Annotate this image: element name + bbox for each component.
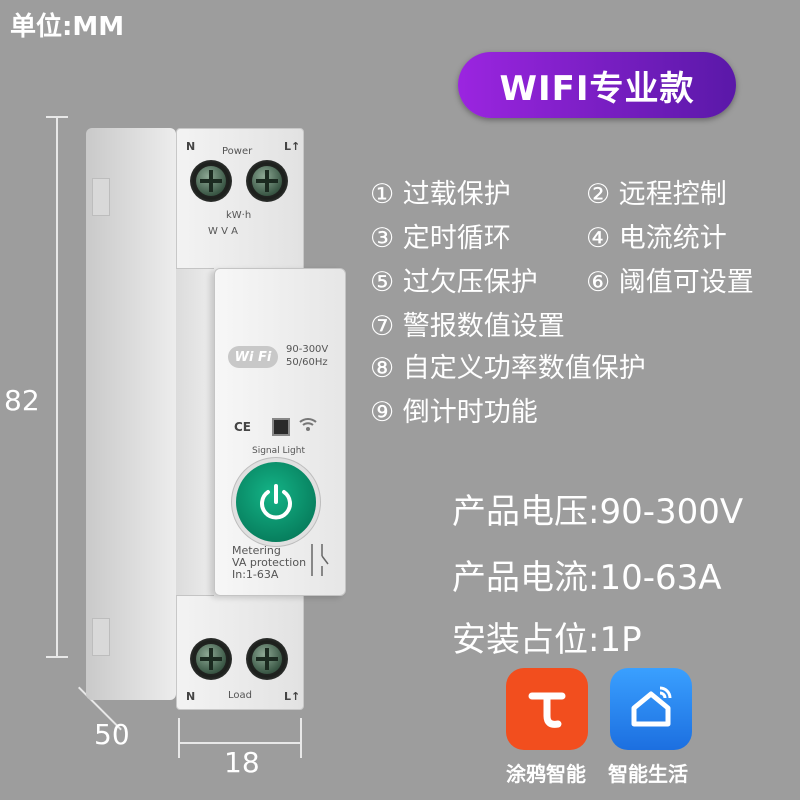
tuya-t-icon — [528, 692, 566, 728]
tuya-app-label: 涂鸦智能 — [506, 762, 586, 786]
wifi-logo: Wi Fi — [228, 346, 278, 368]
wifi-signal-icon — [298, 416, 318, 436]
width-dimension-tick-left — [178, 718, 180, 758]
top-right-terminal — [246, 160, 288, 202]
bottom-left-terminal — [190, 638, 232, 680]
screw-icon — [196, 644, 226, 674]
feature-item: ⑦ 警报数值设置 — [370, 311, 565, 342]
house-icon — [631, 686, 672, 727]
din-clip-top — [92, 178, 110, 216]
bottom-l-label: L↑ — [284, 690, 301, 703]
din-clip-bottom — [92, 618, 110, 656]
height-dimension-tick-bottom — [46, 656, 68, 658]
feature-item: ② 远程控制 — [586, 179, 727, 210]
height-dimension-tick-top — [46, 116, 68, 118]
spec-voltage: 产品电压:90-300V — [452, 492, 744, 532]
rating-frequency: 50/60Hz — [286, 357, 328, 368]
power-icon — [260, 484, 292, 520]
feature-item: ⑥ 阈值可设置 — [586, 267, 754, 298]
wifi-pro-banner: WIFI专业款 — [458, 52, 736, 118]
screw-icon — [196, 166, 226, 196]
feature-item: ⑤ 过欠压保护 — [370, 267, 538, 298]
unit-label: 单位:MM — [10, 12, 125, 42]
breaker-symbol-icon — [306, 542, 330, 582]
width-dimension-line — [178, 742, 302, 744]
screw-icon — [252, 166, 282, 196]
screw-icon — [252, 644, 282, 674]
feature-item: ① 过载保护 — [370, 179, 511, 210]
feature-item: ⑧ 自定义功率数值保护 — [370, 353, 646, 384]
signal-light-label: Signal Light — [252, 446, 305, 456]
feature-item: ④ 电流统计 — [586, 223, 727, 254]
smart-life-app-label: 智能生活 — [608, 762, 688, 786]
va-protection-label: VA protection — [232, 556, 307, 569]
bottom-n-label: N — [186, 690, 196, 703]
top-left-terminal — [190, 160, 232, 202]
device-side-body — [86, 128, 176, 700]
tuya-app-icon — [506, 668, 588, 750]
signal-light-indicator — [272, 418, 290, 436]
bottom-right-terminal — [246, 638, 288, 680]
feature-item: ⑨ 倒计时功能 — [370, 397, 538, 428]
spec-current: 产品电流:10-63A — [452, 558, 722, 598]
height-dimension-line — [56, 116, 58, 658]
rating-voltage: 90-300V — [286, 344, 329, 355]
top-n-label: N — [186, 140, 196, 153]
kwh-label: kW·h — [226, 210, 252, 221]
wva-label: W V A — [208, 226, 238, 237]
smart-life-app-icon — [610, 668, 692, 750]
feature-item: ③ 定时循环 — [370, 223, 511, 254]
height-dimension-label: 82 — [4, 384, 40, 417]
top-l-label: L↑ — [284, 140, 301, 153]
width-dimension-tick-right — [300, 718, 302, 758]
ce-mark: CE — [234, 420, 252, 434]
device-module-side — [176, 268, 214, 596]
power-button[interactable] — [236, 462, 316, 542]
width-dimension-label: 18 — [224, 746, 260, 779]
bottom-load-label: Load — [228, 690, 252, 701]
depth-dimension-label: 50 — [94, 718, 130, 751]
top-power-label: Power — [222, 146, 253, 157]
metering-label: Metering — [232, 544, 281, 557]
spec-install-size: 安装占位:1P — [452, 620, 642, 660]
in-rating-label: In:1-63A — [232, 568, 279, 581]
